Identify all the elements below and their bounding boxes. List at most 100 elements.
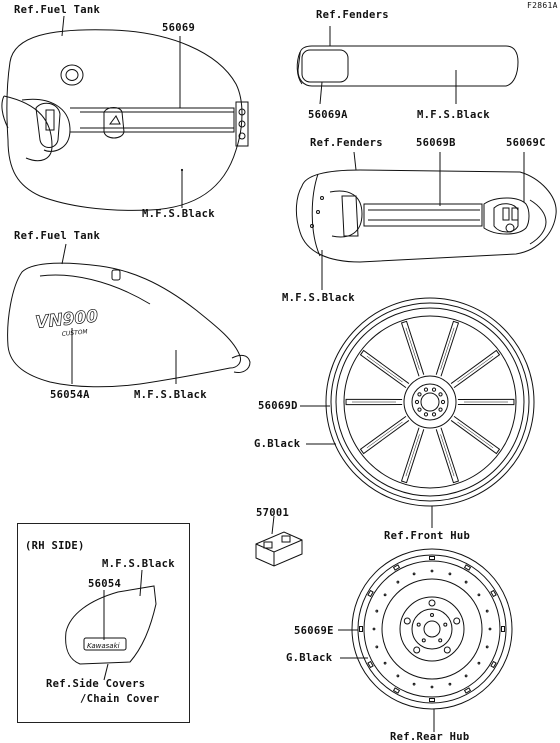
rim-tab bbox=[392, 564, 401, 571]
front-wheel bbox=[300, 297, 535, 528]
part-56054-label: 56054 bbox=[88, 578, 122, 590]
rim-tab bbox=[490, 660, 497, 669]
mfs-black-label-5: M.F.S.Black bbox=[102, 558, 175, 570]
rim-tab bbox=[429, 556, 435, 560]
rim-tab bbox=[429, 698, 435, 702]
spoke bbox=[359, 349, 410, 389]
disc-hole bbox=[485, 609, 489, 613]
spoke-centerline bbox=[440, 327, 455, 370]
spoke bbox=[450, 415, 501, 455]
rear-hub-bolt bbox=[430, 613, 434, 617]
spoke-centerline bbox=[405, 327, 420, 370]
disc-hole bbox=[488, 627, 492, 631]
spoke-centerline bbox=[366, 355, 403, 383]
mfs-black-label-4: M.F.S.Black bbox=[134, 389, 207, 401]
disc-hole bbox=[430, 685, 434, 689]
fenders-second-ref-label: Ref.Fenders bbox=[310, 137, 383, 149]
g-black-label-1: G.Black bbox=[254, 438, 301, 450]
spoke-centerline bbox=[405, 434, 420, 477]
rim-tab bbox=[367, 589, 374, 598]
disc-hole bbox=[477, 661, 481, 665]
side-cover-inset bbox=[65, 569, 157, 681]
spoke bbox=[359, 415, 410, 455]
part-56069-label: 56069 bbox=[162, 22, 196, 34]
rim-tab bbox=[359, 626, 363, 632]
disc-hole bbox=[412, 572, 416, 576]
spoke bbox=[345, 398, 403, 406]
rear-hub-hole bbox=[443, 646, 451, 654]
rim-tab bbox=[392, 687, 401, 694]
hub-bolt bbox=[417, 407, 422, 412]
spoke bbox=[457, 398, 515, 406]
rim-tab bbox=[501, 626, 505, 632]
spoke-centerline bbox=[457, 421, 494, 449]
fender-decal-top bbox=[296, 26, 519, 105]
rear-hub-hole bbox=[428, 599, 436, 607]
hub-bolt bbox=[431, 387, 437, 392]
spoke bbox=[400, 320, 425, 377]
rim-tab bbox=[463, 687, 472, 694]
rear-hub-bolt bbox=[421, 638, 426, 643]
disc-hole bbox=[372, 627, 376, 631]
fuel-tank-side-view bbox=[7, 243, 251, 388]
spoke-centerline bbox=[457, 355, 494, 383]
fuel-tank-top-view bbox=[1, 15, 249, 211]
spoke bbox=[450, 349, 501, 389]
part-56069C-label: 56069C bbox=[506, 137, 546, 149]
disc-hole bbox=[464, 674, 468, 678]
side-covers-ref-label: Ref.Side Covers bbox=[46, 678, 146, 690]
rear-wheel bbox=[338, 548, 513, 732]
rear-hub-hole bbox=[413, 646, 421, 654]
part-56054A-label: 56054A bbox=[50, 389, 90, 401]
spoke bbox=[435, 427, 460, 484]
hub-bolt bbox=[438, 392, 443, 397]
mfs-black-label-1: M.F.S.Black bbox=[142, 208, 215, 220]
disc-hole bbox=[412, 682, 416, 686]
rear-hub-bolt bbox=[416, 622, 421, 627]
hub-bolt bbox=[423, 412, 429, 417]
disc-hole bbox=[477, 593, 481, 597]
rim-tab bbox=[463, 564, 472, 571]
disc-hole bbox=[448, 682, 452, 686]
fenders-top-ref-label: Ref.Fenders bbox=[316, 9, 389, 21]
disc-hole bbox=[383, 661, 387, 665]
front-hub-ref-label: Ref.Front Hub bbox=[384, 530, 471, 542]
spoke-centerline bbox=[366, 421, 403, 449]
g-black-label-2: G.Black bbox=[286, 652, 333, 664]
mfs-black-label-3: M.F.S.Black bbox=[282, 292, 355, 304]
fuel-tank-side-ref-label: Ref.Fuel Tank bbox=[14, 230, 101, 242]
hub-bolt bbox=[440, 399, 446, 405]
clip-57001 bbox=[255, 515, 303, 567]
rear-hub-ref-label: Ref.Rear Hub bbox=[390, 731, 470, 743]
disc-hole bbox=[375, 645, 379, 649]
decal-vn900-text: VN900 bbox=[34, 306, 99, 332]
part-56069E-label: 56069E bbox=[294, 625, 334, 637]
disc-hole bbox=[485, 645, 489, 649]
spoke bbox=[400, 427, 425, 484]
spoke bbox=[435, 320, 460, 377]
rear-hub-bolt bbox=[443, 622, 448, 627]
rear-hub-hole bbox=[453, 617, 461, 625]
disc-hole bbox=[396, 580, 400, 584]
rear-fender bbox=[295, 151, 557, 290]
disc-hole bbox=[383, 593, 387, 597]
hub-bolt bbox=[423, 387, 429, 392]
disc-hole bbox=[396, 674, 400, 678]
figure-id: F2861A bbox=[527, 1, 558, 10]
rh-side-inset-box bbox=[17, 523, 190, 723]
part-57001-label: 57001 bbox=[256, 507, 290, 519]
decal-custom-text: CUSTOM bbox=[61, 328, 88, 338]
disc-hole bbox=[375, 609, 379, 613]
rim-tab bbox=[367, 660, 374, 669]
rh-side-label: (RH SIDE) bbox=[25, 540, 85, 552]
disc-hole bbox=[464, 580, 468, 584]
rim-tab bbox=[490, 589, 497, 598]
fuel-tank-top-ref-label: Ref.Fuel Tank bbox=[14, 4, 101, 16]
disc-hole bbox=[448, 572, 452, 576]
rear-hub-bolt bbox=[438, 638, 443, 643]
hub-bolt bbox=[431, 412, 437, 417]
hub-bolt bbox=[438, 407, 443, 412]
hub-bolt bbox=[414, 399, 420, 405]
spoke-centerline bbox=[440, 434, 455, 477]
